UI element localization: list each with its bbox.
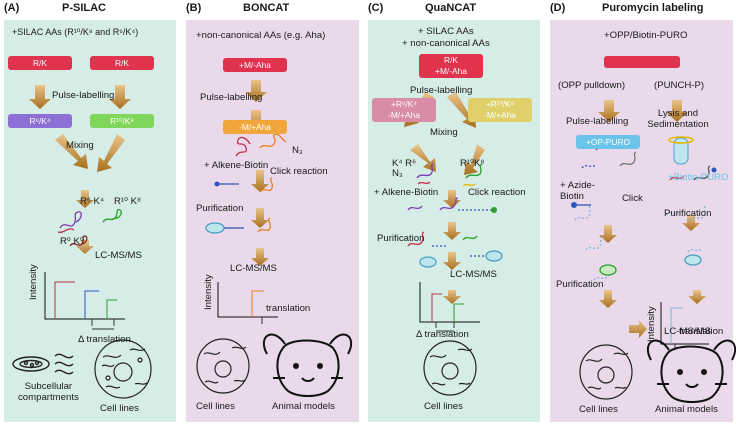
panel-c-step-pulse: Pulse-labelling bbox=[410, 85, 473, 96]
panel-a-step-pulse: Pulse-labelling bbox=[52, 90, 115, 101]
panel-c-intro-1: + SILAC AAs bbox=[418, 26, 474, 37]
panel-d-step-lcms: LC-MS/MS bbox=[664, 326, 711, 337]
panel-b-title: BONCAT bbox=[243, 2, 290, 14]
panel-b-n3: N₃ bbox=[292, 145, 303, 156]
panel-b-caption-1: Cell lines bbox=[196, 401, 235, 412]
panel-c-molecules bbox=[407, 163, 503, 268]
panel-a-axis-label: Intensity bbox=[28, 264, 39, 300]
panel-d-step-purification-right: Purification bbox=[664, 208, 712, 219]
panel-a-label: (A) bbox=[4, 2, 20, 14]
panel-b-dish-2: -M/+Aha bbox=[223, 120, 287, 134]
panel-a-step-lcms: LC-MS/MS bbox=[95, 250, 142, 261]
panel-d-translation-label: translation bbox=[679, 326, 724, 337]
panel-a-dish-4: R¹⁰/K⁸ bbox=[90, 114, 154, 128]
panel-a-arrows bbox=[29, 85, 131, 254]
panel-c-dish-2: +R⁶/K⁴ -M/+Aha bbox=[372, 98, 436, 122]
panel-a-dish-2: R/K bbox=[90, 56, 154, 70]
panel-a-cell-drawing bbox=[94, 339, 152, 399]
panel-d-right-route: (PUNCH-P) bbox=[654, 80, 705, 91]
panel-a-caption-2: Cell lines bbox=[100, 403, 139, 414]
panel-a-mol-label-1: R⁶ K⁴ bbox=[80, 196, 105, 207]
panel-b-step-lcms: LC-MS/MS bbox=[230, 263, 277, 274]
panel-a-organelle-drawing bbox=[12, 353, 74, 375]
panel-c-spectrum-chart bbox=[419, 282, 480, 332]
panel-a-mol-label-2: R¹⁰ K⁸ bbox=[114, 196, 142, 207]
panel-d-caption-1: Cell lines bbox=[579, 404, 618, 415]
panel-c-step-click: Click reaction bbox=[468, 187, 526, 198]
panel-c-n3: N₃ bbox=[392, 168, 403, 179]
panel-c-delta-label: Δ translation bbox=[416, 329, 469, 340]
panel-c-mol-label-1: K⁴ R⁶ bbox=[392, 158, 417, 169]
panel-b-mouse-drawing bbox=[262, 333, 353, 397]
panel-a-dish-3: R⁶/K⁴ bbox=[8, 114, 72, 128]
panel-c-step-lcms: LC-MS/MS bbox=[450, 269, 497, 280]
panel-a-spectrum-chart bbox=[44, 272, 125, 330]
panel-c-caption: Cell lines bbox=[424, 401, 463, 412]
panel-c-step-mixing: Mixing bbox=[430, 127, 458, 138]
panel-b-cell-drawing bbox=[196, 338, 250, 394]
panel-b-spectrum-chart bbox=[217, 282, 278, 324]
panel-d-tube-label: +Biotin-PURO bbox=[668, 172, 729, 183]
panel-c-step-purification: Purification bbox=[377, 233, 425, 244]
panel-c-mol-label-2: R¹⁰K⁸ bbox=[460, 158, 485, 169]
panel-d-step-lysis: Lysis and Sedimentation bbox=[647, 108, 709, 130]
panel-b-step-purification: Purification bbox=[196, 203, 244, 214]
panel-b-translation-label: translation bbox=[266, 303, 311, 314]
panel-c-bg bbox=[368, 20, 540, 422]
panel-a-molecules bbox=[57, 208, 122, 247]
panel-d-step-pulse: Pulse-labelling bbox=[566, 116, 629, 127]
panel-c-dish-3: +R¹⁰/K⁸ -M/+Aha bbox=[468, 98, 532, 122]
panel-d-intro: +OPP/Biotin-PURO bbox=[604, 30, 688, 41]
panel-c-title: QuaNCAT bbox=[425, 2, 477, 14]
panel-b-dish-1: +M/-Aha bbox=[223, 58, 287, 72]
panel-d-step-click: Click bbox=[622, 193, 643, 204]
panel-b-step-pulse: Pulse-labelling bbox=[200, 92, 263, 103]
panel-a-delta-label: Δ translation bbox=[78, 334, 131, 345]
panel-b-axis-label: Intensity bbox=[203, 274, 214, 310]
panel-d-dish-start bbox=[604, 56, 680, 68]
panel-b-step-click: Click reaction bbox=[270, 166, 328, 177]
panel-b-step-alkene: + Alkene-Biotin bbox=[204, 160, 269, 171]
panel-a-caption-1: Subcellular compartments bbox=[18, 381, 79, 403]
panel-c-intro-2: + non-canonical AAs bbox=[402, 38, 490, 49]
panel-d-label: (D) bbox=[550, 2, 566, 14]
panel-c-cell-drawing bbox=[423, 340, 477, 396]
panel-a-mol-label-3: R⁰ K⁰ bbox=[60, 236, 84, 247]
panel-c-label: (C) bbox=[368, 2, 384, 14]
panel-d-title: Puromycin labeling bbox=[602, 2, 704, 14]
panel-b-bg bbox=[186, 20, 359, 422]
panel-b-caption-2: Animal models bbox=[272, 401, 335, 412]
panel-c-dish-1: R/K +M/-Aha bbox=[419, 54, 483, 78]
panel-b-intro: +non-canonical AAs (e.g. Aha) bbox=[196, 30, 326, 41]
panel-a-dish-1: R/K bbox=[8, 56, 72, 70]
panel-d-arrows bbox=[598, 100, 706, 338]
panel-d-molecules bbox=[571, 135, 717, 281]
panel-b-molecules bbox=[205, 133, 287, 234]
panel-d-bg bbox=[550, 20, 733, 422]
panel-d-step-purification-left: Purification bbox=[556, 279, 604, 290]
panel-d-caption-2: Animal models bbox=[655, 404, 718, 415]
panel-b-label: (B) bbox=[186, 2, 202, 14]
panel-d-axis-label: Intensity bbox=[646, 306, 657, 342]
panel-d-left-route: (OPP pulldown) bbox=[558, 80, 626, 91]
panel-d-mouse-drawing bbox=[646, 339, 736, 403]
panel-a-step-mixing: Mixing bbox=[66, 140, 94, 151]
panel-d-step-azide: + Azide- Biotin bbox=[560, 180, 595, 202]
panel-d-dish-opp: +OP-PURO bbox=[576, 135, 640, 149]
panel-a-title: P-SILAC bbox=[62, 2, 106, 14]
panel-d-cell-drawing bbox=[579, 344, 633, 400]
panel-c-step-alkene: + Alkene-Biotin bbox=[374, 187, 439, 198]
panel-a-intro: +SILAC AAs (R¹⁰/K⁸ and R⁶/K⁴) bbox=[12, 27, 139, 37]
panel-d-tube bbox=[668, 136, 694, 165]
